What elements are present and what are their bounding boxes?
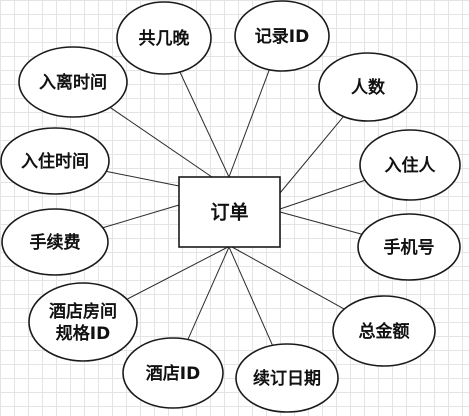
attribute-phone: 手机号 bbox=[357, 213, 461, 281]
attribute-checkout-time: 入离时间 bbox=[18, 46, 128, 118]
attribute-label: 酒店ID bbox=[146, 363, 200, 384]
attribute-label: 入离时间 bbox=[39, 72, 107, 93]
connector-phone bbox=[279, 211, 363, 235]
attribute-room-spec-id: 酒店房间规格ID bbox=[28, 282, 138, 362]
connector-checkout-time bbox=[109, 106, 229, 189]
connector-record-id bbox=[228, 69, 270, 178]
attribute-hotel-id: 酒店ID bbox=[122, 337, 224, 409]
connector-renewal-date bbox=[228, 246, 274, 346]
attribute-label: 人数 bbox=[351, 77, 386, 98]
attribute-nights: 共几晚 bbox=[116, 1, 212, 75]
attribute-ellipse bbox=[18, 46, 128, 118]
attribute-label: 续订日期 bbox=[253, 368, 321, 389]
attribute-label: 手续费 bbox=[30, 232, 81, 253]
attribute-ellipse bbox=[0, 127, 110, 195]
connector-total-amount bbox=[231, 246, 345, 310]
entity-order: 订单 bbox=[178, 176, 281, 248]
attribute-label: 记录ID bbox=[255, 27, 309, 47]
attribute-ellipse bbox=[332, 295, 436, 367]
attribute-label: 入住人 bbox=[385, 155, 437, 176]
attribute-ellipse bbox=[318, 52, 418, 122]
connector-room-spec-id bbox=[126, 246, 229, 300]
attribute-label: 酒店房间规格ID bbox=[49, 301, 117, 344]
attribute-label: 总金额 bbox=[359, 321, 410, 342]
attribute-fee: 手续费 bbox=[1, 208, 109, 276]
entity-box bbox=[178, 176, 281, 248]
connector-guest-count bbox=[279, 116, 344, 194]
connector-hotel-id bbox=[187, 246, 230, 340]
attribute-checkin-time: 入住时间 bbox=[0, 127, 110, 195]
connector-fee bbox=[102, 204, 180, 229]
attribute-ellipse bbox=[357, 213, 461, 281]
attribute-ellipse bbox=[359, 129, 461, 201]
attribute-ellipse bbox=[28, 282, 138, 362]
connector-nights bbox=[179, 71, 230, 178]
attribute-total-amount: 总金额 bbox=[332, 295, 436, 367]
connector-guest bbox=[279, 179, 366, 210]
attribute-label: 共几晚 bbox=[139, 28, 190, 49]
attribute-label: 入住时间 bbox=[21, 151, 89, 172]
attribute-ellipse bbox=[1, 208, 109, 276]
attribute-ellipse bbox=[122, 337, 224, 409]
attribute-renewal-date: 续订日期 bbox=[235, 343, 339, 413]
attribute-record-id: 记录ID bbox=[234, 0, 330, 72]
attribute-ellipse bbox=[116, 1, 212, 75]
attribute-guest-count: 人数 bbox=[318, 52, 418, 122]
attribute-ellipse bbox=[235, 343, 339, 413]
entity-label: 订单 bbox=[210, 201, 248, 224]
connector-lines bbox=[102, 69, 366, 346]
attribute-guest: 入住人 bbox=[359, 129, 461, 201]
attribute-ellipse bbox=[234, 0, 330, 72]
connector-checkin-time bbox=[106, 170, 180, 187]
attribute-label: 手机号 bbox=[384, 237, 435, 258]
